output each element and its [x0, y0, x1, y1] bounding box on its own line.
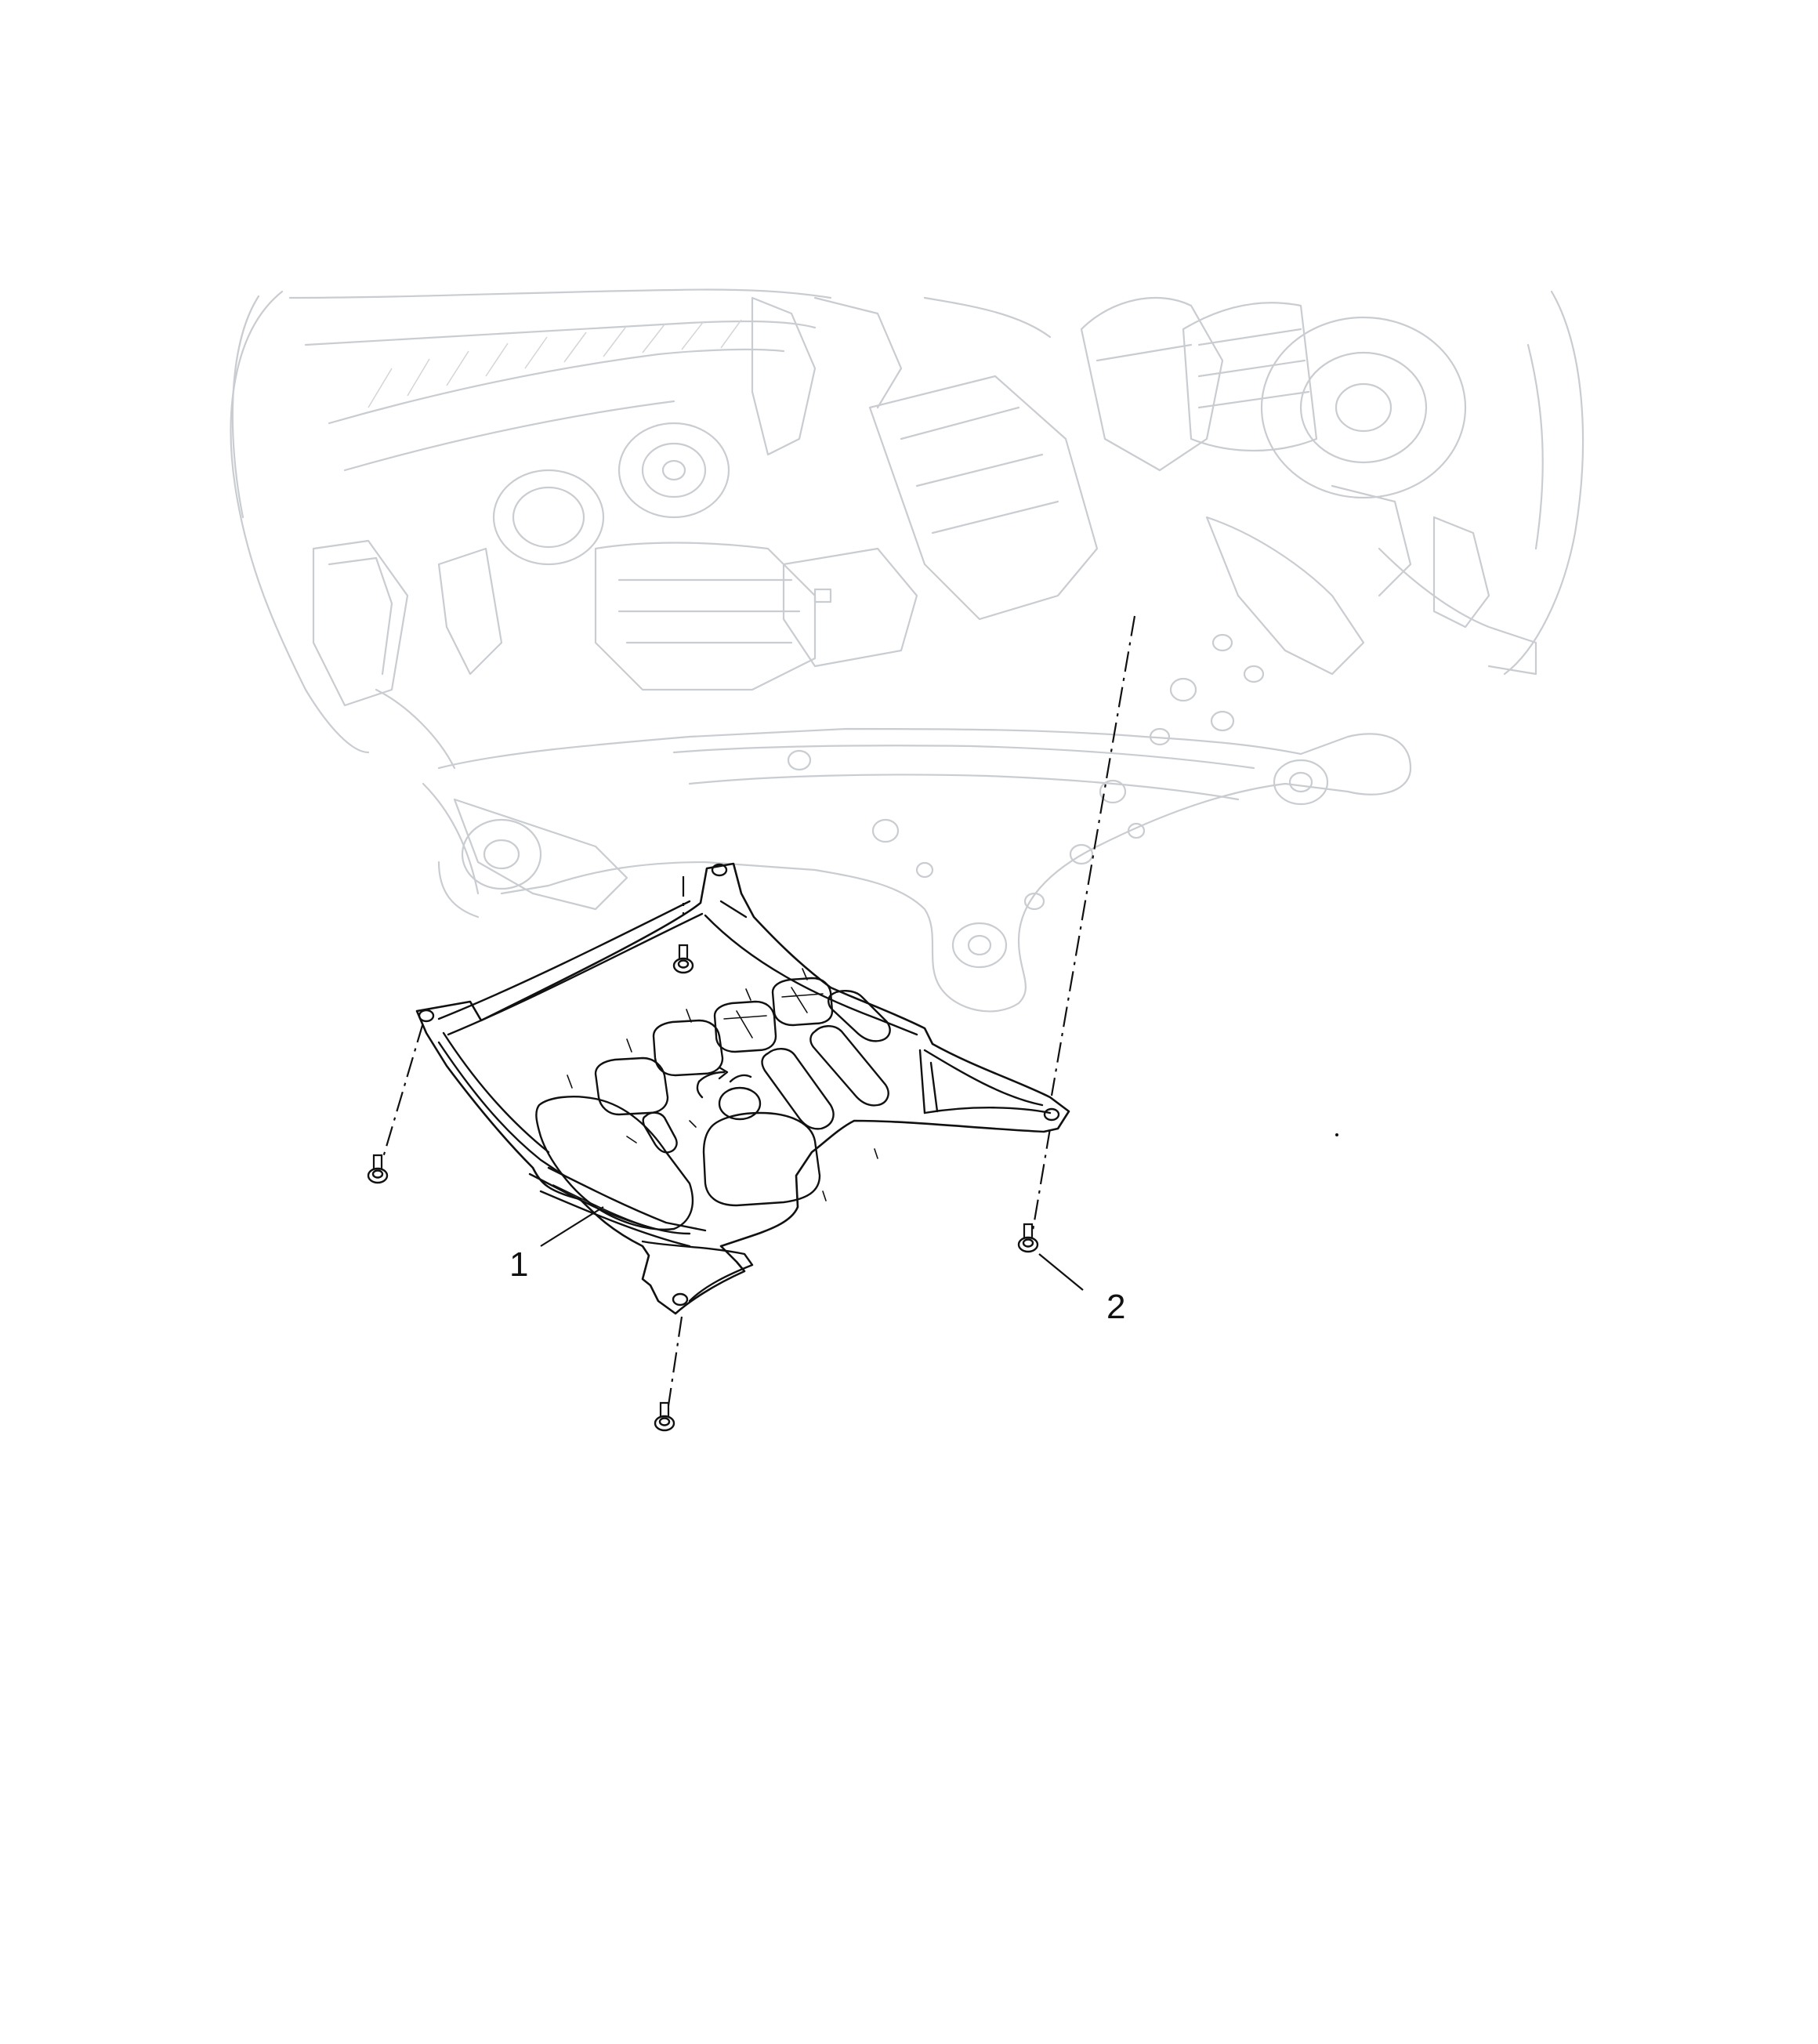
callout-2: 2 [1038, 1253, 1125, 1326]
flange-bolt-icon[interactable] [672, 944, 694, 974]
flange-bolt-icon[interactable] [1017, 1223, 1039, 1253]
callout-1: 1 [509, 1206, 604, 1284]
leader-line-2 [1038, 1253, 1084, 1291]
axis-front [666, 1316, 683, 1412]
axis-right [1050, 615, 1136, 1096]
flange-bolt-icon-group [367, 944, 1039, 1432]
stray-mark [1335, 1133, 1338, 1136]
mounting-tab-holes [418, 863, 1060, 1306]
axis-right-lower [1031, 1128, 1052, 1231]
assembly-axis-lines [381, 615, 1136, 1412]
vehicle-front-underbody-icon [230, 288, 1584, 1013]
leader-line-1 [540, 1206, 604, 1247]
axis-left [381, 1022, 425, 1161]
flange-bolt-icon[interactable] [654, 1401, 675, 1432]
callout-2-label: 2 [1106, 1288, 1125, 1326]
flange-bolt-icon[interactable] [367, 1154, 389, 1184]
callout-1-label: 1 [509, 1245, 528, 1284]
engine-underbody-shield-icon[interactable] [415, 862, 1070, 1315]
